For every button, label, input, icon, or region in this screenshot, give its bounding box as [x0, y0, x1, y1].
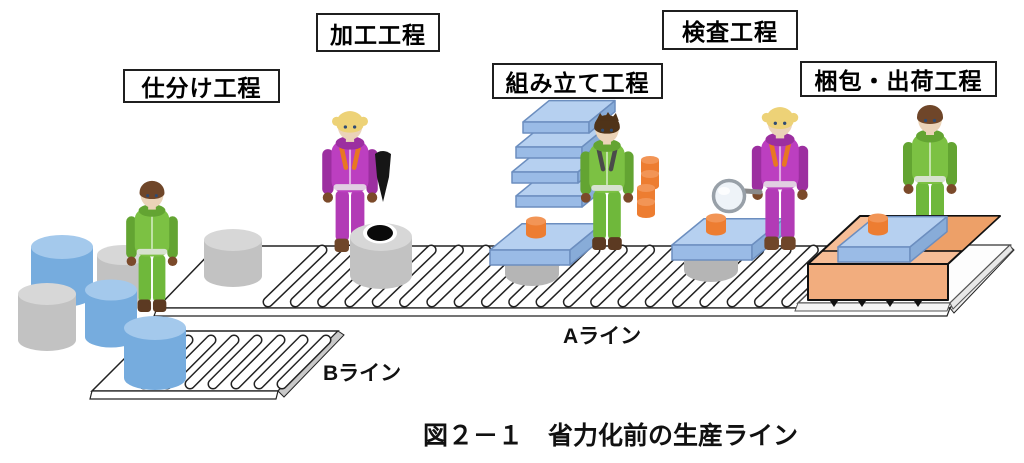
worker-inspection: [751, 107, 809, 250]
worker-assembly: [580, 112, 634, 250]
part-orange-cylinder: [637, 198, 655, 218]
machine-bore-hole: [367, 225, 393, 241]
process-label-inspection: 検査工程: [662, 10, 798, 50]
process-label-packing: 梱包・出荷工程: [800, 61, 997, 97]
process-label-sorting: 仕分け工程: [123, 69, 280, 103]
process-label-processing: 加工工程: [316, 13, 440, 52]
pallet-slats: [830, 301, 922, 307]
part-orange-cylinder: [526, 216, 546, 239]
part-orange-cylinder: [868, 213, 888, 236]
sorting-workpiece-cylinder: [204, 229, 262, 287]
part-orange-cylinder: [706, 213, 726, 236]
line-label-b: Bライン: [323, 362, 402, 385]
packed-plate: [837, 215, 948, 263]
figure-caption: 図２－１ 省力化前の生産ライン: [423, 422, 799, 450]
material-cylinder-blue: [124, 316, 186, 390]
drill-bit-icon: [375, 151, 391, 202]
process-label-assembly: 組み立て工程: [492, 63, 663, 99]
material-cylinder-gray: [18, 283, 76, 351]
worker-sorting: [126, 180, 178, 312]
line-label-a: Aライン: [563, 325, 642, 348]
magnifying-glass-icon: [711, 178, 763, 214]
